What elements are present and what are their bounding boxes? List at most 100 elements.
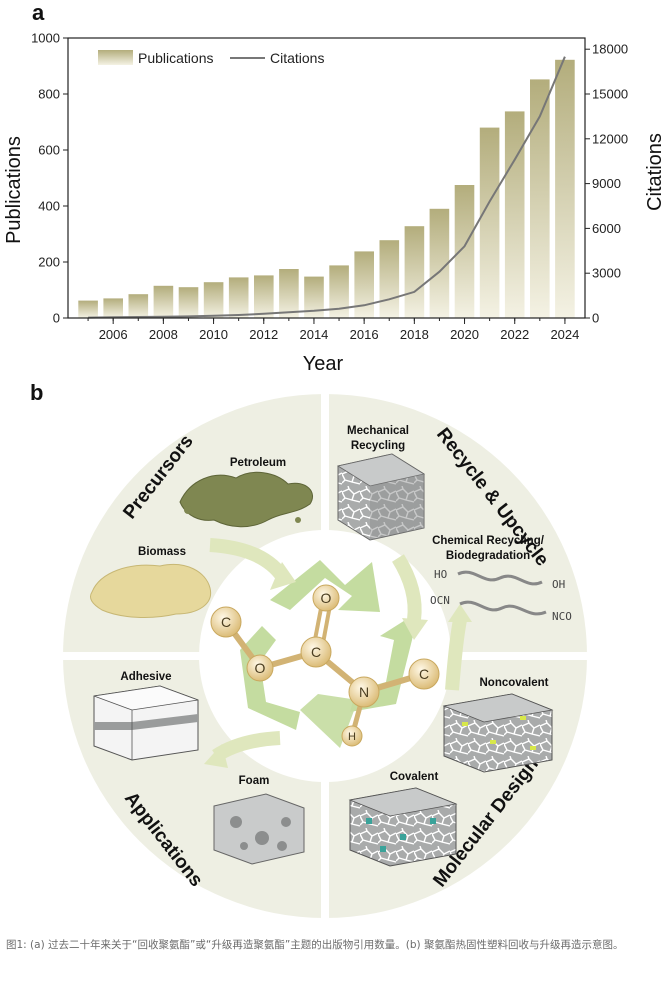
bar-2010 [203, 282, 224, 318]
recycle-arrow [391, 554, 422, 621]
y2-tick-label: 0 [592, 311, 599, 326]
figure-svg: a 0 200 400 600 800 1000 0 3000 6000 9000 12000 15… [3, 0, 666, 918]
precursor-arrow [209, 538, 288, 581]
label-biomass: Biomass [138, 546, 186, 558]
bar-2012 [254, 275, 274, 318]
bar-2008 [153, 285, 174, 318]
publications-citations-chart: 0 200 400 600 800 1000 0 3000 6000 9000 12000 1500… [3, 31, 666, 376]
bar-2018 [404, 226, 425, 318]
label-covalent: Covalent [390, 771, 439, 783]
atom-o2-label: O [321, 590, 332, 606]
panel-a-label: a [32, 0, 45, 25]
bar-2023 [530, 79, 550, 319]
label-chemical-line1: Chemical Recycling/ [432, 535, 545, 547]
legend: Publications Citations [98, 50, 324, 66]
x-tick-label: 2022 [500, 327, 529, 342]
bar-2015 [329, 265, 349, 318]
x-axis-ticks: 2006 2008 2010 2012 2014 2016 2018 2020 2022 2024 [87, 318, 579, 342]
figure-caption: 图1: (a) 过去二十年来关于“回收聚氨酯”或“升级再造聚氨酯”主题的出版物引… [6, 939, 624, 951]
x-tick-label: 2010 [199, 327, 228, 342]
bar-2019 [429, 208, 450, 318]
atom-o2 [312, 584, 340, 612]
atom-h-label: H [348, 731, 356, 743]
foam-illustration [213, 793, 305, 865]
legend-citations: Citations [270, 50, 324, 66]
label-ocn: OCN [430, 594, 450, 607]
bar-2011 [228, 277, 249, 318]
label-chemical-line2: Biodegradation [446, 550, 530, 562]
label-noncovalent: Noncovalent [479, 677, 548, 689]
x-tick-label: 2020 [450, 327, 479, 342]
x-tick-label: 2006 [99, 327, 128, 342]
label-mechanical-line2: Recycling [351, 440, 405, 452]
bar-2014 [304, 276, 324, 318]
y2-tick-label: 15000 [592, 87, 628, 102]
atom-h [341, 725, 363, 747]
label-ho: HO [434, 568, 447, 581]
mechanical-recycling-illustration [336, 453, 426, 541]
atom-c3-label: C [419, 666, 429, 682]
y-tick-label: 200 [38, 255, 60, 270]
panel-b-label: b [30, 380, 43, 405]
y-tick-label: 800 [38, 87, 60, 102]
x-tick-label: 2012 [249, 327, 278, 342]
left-axis-ticks: 0 200 400 600 800 1000 [31, 31, 68, 326]
design-arrow-head [448, 604, 472, 622]
y-tick-label: 400 [38, 199, 60, 214]
x-tick-label: 2016 [350, 327, 379, 342]
legend-publications: Publications [138, 50, 214, 66]
covalent-illustration [348, 787, 458, 867]
atom-n [348, 676, 380, 708]
label-adhesive: Adhesive [120, 671, 171, 683]
y-tick-label: 0 [53, 311, 60, 326]
y2-tick-label: 12000 [592, 131, 628, 146]
atom-o1 [246, 654, 274, 682]
isocyanate-chain [459, 600, 547, 616]
y2-tick-label: 3000 [592, 266, 621, 281]
atom-c1 [210, 606, 242, 638]
right-axis-ticks: 0 3000 6000 9000 12000 15000 18000 [585, 42, 628, 326]
bar-2006 [103, 298, 123, 318]
legend-bar-swatch [98, 50, 133, 65]
atom-n-label: N [359, 684, 369, 700]
noncovalent-illustration [442, 693, 554, 773]
figure: a 0 200 400 600 800 1000 0 3000 6000 9000 12000 15… [3, 0, 666, 918]
x-tick-label: 2008 [149, 327, 178, 342]
y2-tick-label: 18000 [592, 42, 628, 57]
y2-axis-label: Citations [644, 133, 666, 211]
x-tick-label: 2018 [400, 327, 429, 342]
label-nco: NCO [552, 610, 572, 623]
label-foam: Foam [239, 775, 270, 787]
bar-2013 [279, 269, 299, 318]
plot-frame [67, 37, 586, 319]
atom-c3 [408, 658, 440, 690]
bar-2022 [504, 111, 525, 319]
bar-2024 [555, 59, 575, 319]
bar-2021 [479, 127, 500, 318]
atom-c1-label: C [221, 614, 231, 630]
bar-2016 [354, 251, 374, 318]
y2-tick-label: 9000 [592, 176, 621, 191]
atom-c2 [300, 636, 332, 668]
adhesive-illustration [93, 685, 199, 761]
citations-line [88, 56, 566, 319]
bar-2005 [78, 300, 98, 318]
x-axis-label: Year [303, 353, 344, 375]
x-tick-label: 2024 [550, 327, 579, 342]
y-tick-label: 1000 [31, 31, 60, 46]
bar-2007 [128, 294, 149, 318]
precursor-arrow-head [270, 562, 296, 590]
atom-o1-label: O [255, 660, 266, 676]
petroleum-illustration [179, 471, 313, 528]
y2-tick-label: 6000 [592, 221, 621, 236]
bar-2009 [178, 287, 199, 318]
y-axis-label: Publications [3, 136, 25, 244]
y-tick-label: 600 [38, 143, 60, 158]
label-oh: OH [552, 578, 565, 591]
x-tick-label: 2014 [299, 327, 328, 342]
urethane-molecule: C O C O N H C [210, 584, 440, 747]
bar-2020 [454, 185, 475, 318]
recycle-arrow-head [402, 618, 428, 640]
recycling-diagram: C O C O N H C Precursors Recycle & Upcyc… [63, 394, 587, 918]
label-mechanical-line1: Mechanical [347, 425, 409, 437]
